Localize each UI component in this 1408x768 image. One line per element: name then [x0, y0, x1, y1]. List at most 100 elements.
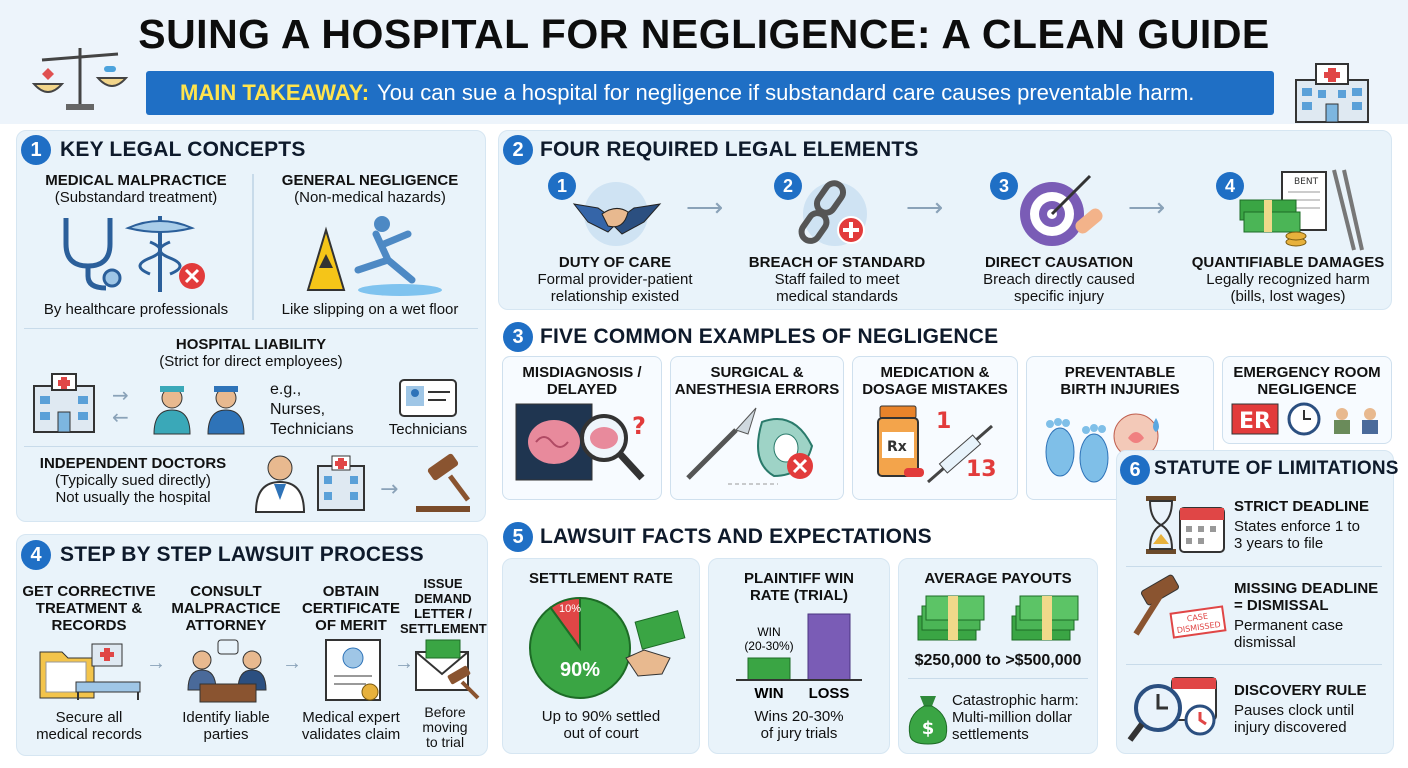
takeaway-text: You can sue a hospital for negligence if… — [377, 80, 1195, 105]
card-title-line: RATE (TRIAL) — [749, 587, 849, 604]
badge-label: Technicians — [388, 421, 468, 438]
example-medication: MEDICATION & DOSAGE MISTAKES — [852, 364, 1018, 398]
example-title: MISDIAGNOSIS / — [522, 364, 642, 381]
money-bills-crutch-icon: BENT — [1239, 169, 1364, 251]
element-title: QUANTIFIABLE DAMAGES — [1191, 254, 1385, 271]
element-desc: Formal provider-patient — [537, 271, 693, 288]
step-desc: Before moving to trial — [400, 705, 490, 750]
note-line: Multi-million dollar — [952, 709, 1073, 726]
step-title: MALPRACTICE — [171, 600, 281, 617]
example-title: DELAYED — [546, 381, 618, 398]
folder-bed-icon — [39, 643, 141, 700]
section-number: 4 — [21, 540, 51, 570]
svg-text:→: → — [380, 477, 398, 502]
arrow-icon: ⟶ — [686, 192, 724, 222]
element-desc: medical standards — [776, 288, 898, 305]
bar-tick-loss: LOSS — [809, 685, 850, 702]
pie-label-settled: 90% — [560, 659, 600, 681]
card-title-line: PLAINTIFF WIN — [744, 570, 854, 587]
svg-text:←: ← — [112, 405, 129, 429]
bar-tick-win: WIN — [754, 685, 783, 702]
example-emergency-room: EMERGENCY ROOM NEGLIGENCE — [1222, 364, 1392, 398]
hospital-liability: HOSPITAL LIABILITY (Strict for direct em… — [24, 336, 478, 370]
missing-deadline: MISSING DEADLINE = DISMISSAL Permanent c… — [1234, 580, 1390, 651]
bar-annotation: WIN — [757, 625, 780, 639]
card-title: SETTLEMENT RATE — [529, 570, 673, 587]
step-title: GET CORRECTIVE — [22, 583, 156, 600]
concept-title: GENERAL NEGLIGENCE — [281, 172, 459, 189]
stethoscope-caduceus-icon — [63, 216, 205, 292]
example-line: e.g., — [270, 381, 302, 398]
general-negligence: GENERAL NEGLIGENCE (Non-medical hazards) — [256, 172, 484, 206]
example-card — [670, 356, 844, 500]
step-desc: Secure all medical records — [16, 709, 162, 743]
step-desc-line: medical records — [36, 726, 142, 743]
er-sign: ER — [1239, 409, 1271, 434]
hourglass-calendar-icon — [1146, 496, 1225, 554]
card-note: Wins 20-30% of jury trials — [708, 708, 890, 742]
step-consult-attorney: CONSULT MALPRACTICE ATTORNEY — [164, 583, 288, 634]
element-desc: Breach directly caused — [983, 271, 1135, 288]
step-desc-line: moving — [422, 719, 468, 735]
step-number: 2 — [774, 172, 802, 200]
envelope-gavel-icon — [415, 639, 480, 700]
example-title: MEDICATION & — [880, 364, 990, 381]
step-number: 3 — [990, 172, 1018, 200]
baby-footprints-icon — [1045, 413, 1159, 483]
step-desc-line: Medical expert — [302, 709, 400, 726]
page-title: SUING A HOSPITAL FOR NEGLIGENCE: A CLEAN… — [138, 11, 1270, 57]
bar-win — [747, 657, 791, 681]
hospital-icon — [1295, 63, 1369, 123]
certificate-icon — [325, 639, 381, 701]
item-desc: Pauses clock until — [1234, 702, 1355, 719]
stamp-text: CASE — [1186, 612, 1208, 624]
step-desc-line: Secure all — [55, 709, 123, 726]
step-number: 4 — [1216, 172, 1244, 200]
brain-scan-magnifier-icon: ? — [515, 403, 646, 481]
arrow-icon: → — [394, 652, 414, 674]
step-certificate-of-merit: OBTAIN CERTIFICATE OF MERIT — [296, 583, 406, 634]
independent-doctors: INDEPENDENT DOCTORS (Typically sued dire… — [28, 455, 238, 506]
win-rate-bar-chart: WIN (20-30%) WIN LOSS — [736, 613, 862, 702]
concept-title: HOSPITAL LIABILITY — [175, 336, 327, 353]
section-title: FIVE COMMON EXAMPLES OF NEGLIGENCE — [540, 325, 999, 348]
medical-malpractice: MEDICAL MALPRACTICE (Substandard treatme… — [22, 172, 250, 206]
section-number: 2 — [503, 135, 533, 165]
element-desc: Legally recognized harm — [1206, 271, 1370, 288]
hospital-employees-icon: → ← — [33, 373, 245, 435]
element-desc: Staff failed to meet — [774, 271, 900, 288]
step-corrective-treatment: GET CORRECTIVE TREATMENT & RECORDS — [16, 583, 162, 634]
settlement-pie-chart: 90% 10% — [529, 596, 686, 699]
item-title: STRICT DEADLINE — [1234, 498, 1369, 515]
step-demand-letter: ISSUE DEMAND LETTER / SETTLEMENT — [400, 576, 487, 636]
example-title: PREVENTABLE — [1064, 364, 1176, 381]
example-title: DOSAGE MISTAKES — [862, 381, 1008, 398]
note-line: Wins 20-30% — [754, 708, 844, 725]
note-line: Up to 90% settled — [541, 708, 661, 725]
er-clock-icon: ER — [1231, 402, 1378, 436]
main-takeaway-banner: MAIN TAKEAWAY: You can sue a hospital fo… — [146, 71, 1274, 115]
step-title: CERTIFICATE — [301, 600, 401, 617]
element-quantifiable-damages: QUANTIFIABLE DAMAGES Legally recognized … — [1190, 254, 1386, 305]
element-desc: relationship existed — [550, 288, 680, 305]
section-title: FOUR REQUIRED LEGAL ELEMENTS — [540, 138, 919, 161]
attorney-meeting-icon — [187, 639, 267, 703]
gavel-dismissed-icon: CASE DISMISSED — [1133, 574, 1227, 639]
step-title: ATTORNEY — [185, 617, 267, 634]
svg-text:→: → — [112, 383, 129, 407]
example-surgical: SURGICAL & ANESTHESIA ERRORS — [670, 364, 844, 398]
discovery-clock-magnifier-icon — [1127, 677, 1217, 742]
scales-icon — [31, 48, 129, 110]
money-bag-icon: $ — [908, 696, 948, 745]
concept-sub: (Typically sued directly) — [55, 472, 211, 489]
section-number: 5 — [503, 522, 533, 552]
discovery-rule: DISCOVERY RULE Pauses clock until injury… — [1234, 682, 1390, 736]
card-note: Up to 90% settled out of court — [502, 708, 700, 742]
item-desc: injury discovered — [1234, 719, 1347, 736]
arrow-icon: → — [146, 652, 166, 674]
id-badge-icon — [399, 379, 457, 417]
element-title: DIRECT CAUSATION — [984, 254, 1134, 271]
payout-range: $250,000 to >$500,000 — [914, 652, 1082, 669]
note-line: settlements — [952, 726, 1029, 743]
bill-text: BENT — [1294, 177, 1319, 187]
